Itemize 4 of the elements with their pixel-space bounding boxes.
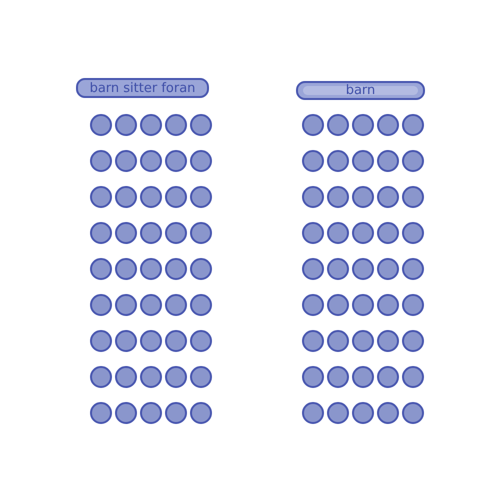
label-box xyxy=(296,81,425,100)
label-text: barn xyxy=(346,84,376,97)
label-text: barn sitter foran xyxy=(90,82,196,94)
label-box xyxy=(76,78,209,98)
